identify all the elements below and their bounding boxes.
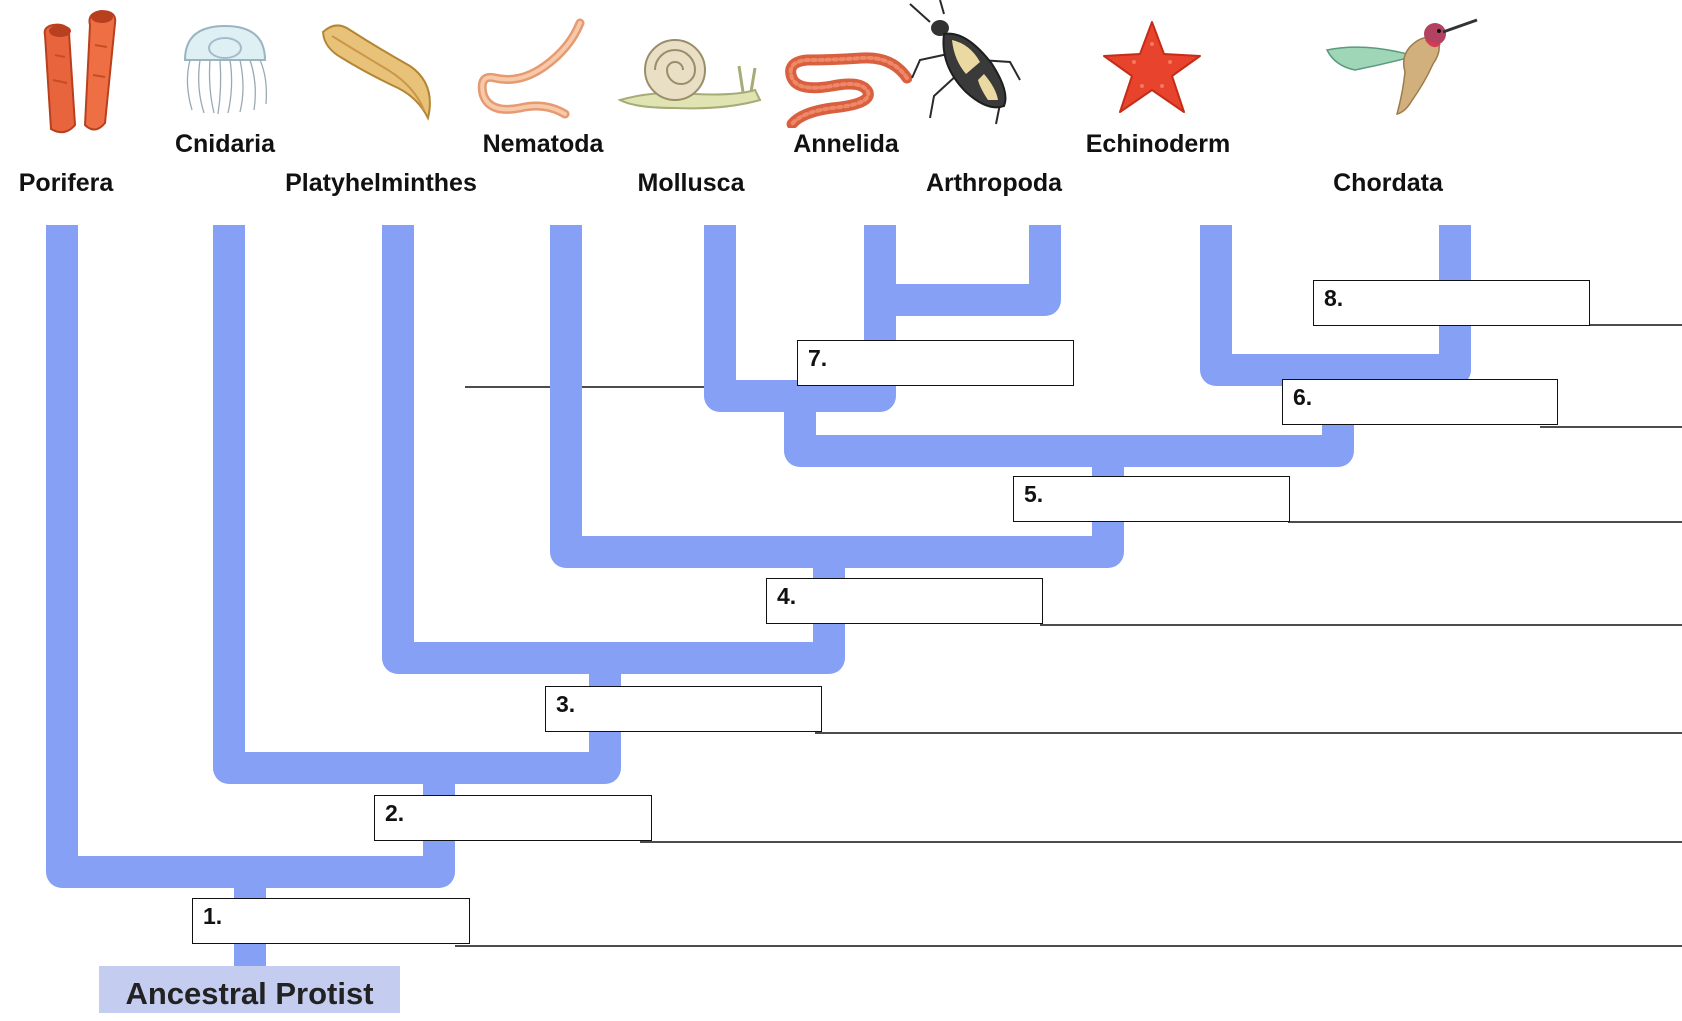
- answer-number-3: 3.: [556, 691, 575, 718]
- answer-box-3[interactable]: 3.: [545, 686, 822, 732]
- answer-box-5[interactable]: 5.: [1013, 476, 1290, 522]
- answer-box-7[interactable]: 7.: [797, 340, 1074, 386]
- answer-number-7: 7.: [808, 345, 827, 372]
- answer-box-1[interactable]: 1.: [192, 898, 470, 944]
- answer-number-2: 2.: [385, 800, 404, 827]
- root-label: Ancestral Protist: [99, 966, 400, 1013]
- answer-box-6[interactable]: 6.: [1282, 379, 1558, 425]
- answer-number-1: 1.: [203, 903, 222, 930]
- answer-box-4[interactable]: 4.: [766, 578, 1043, 624]
- branch-platyhelminthes-node3: [398, 225, 829, 658]
- branch-paths: [62, 225, 1455, 968]
- answer-box-2[interactable]: 2.: [374, 795, 652, 841]
- answer-number-8: 8.: [1324, 285, 1343, 312]
- answer-number-4: 4.: [777, 583, 796, 610]
- branch-annelida-arthropoda: [880, 225, 1045, 300]
- answer-number-5: 5.: [1024, 481, 1043, 508]
- answer-number-6: 6.: [1293, 384, 1312, 411]
- answer-box-8[interactable]: 8.: [1313, 280, 1590, 326]
